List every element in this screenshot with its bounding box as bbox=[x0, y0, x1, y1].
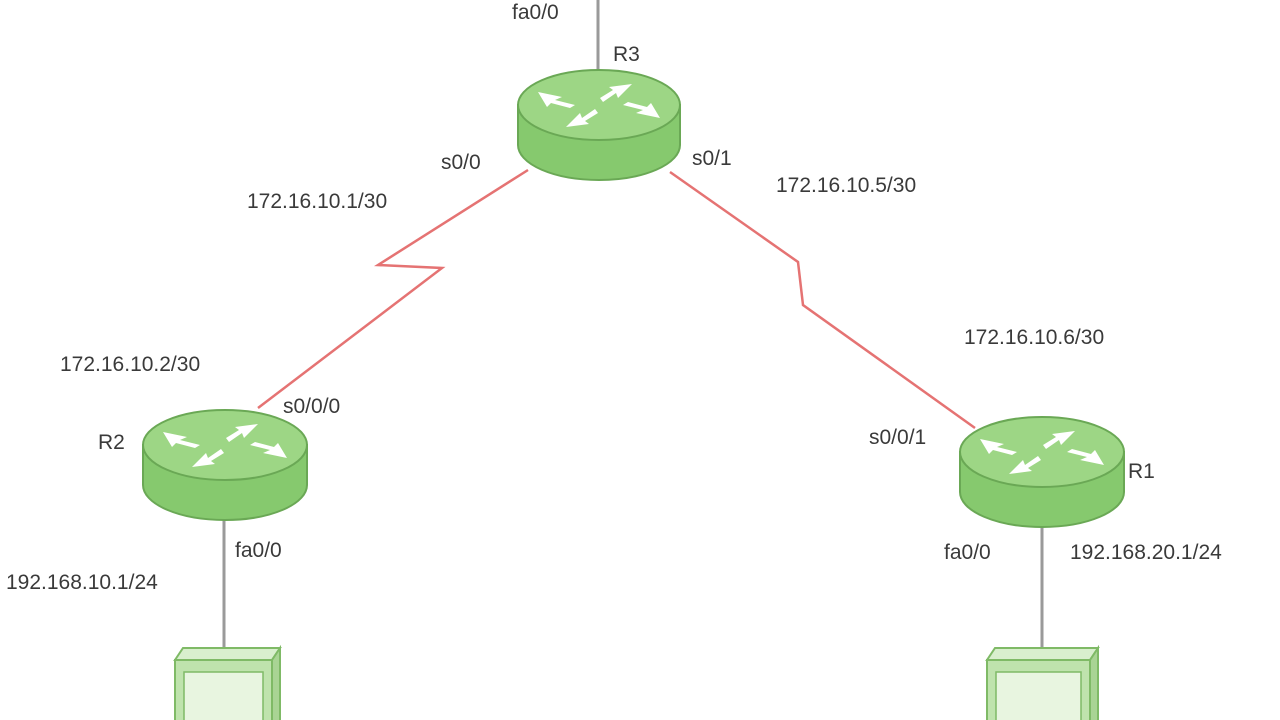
r3-name-label: R3 bbox=[613, 43, 640, 66]
pc-r1-lan-icon[interactable] bbox=[985, 644, 1100, 720]
link-r3-r2-ip-label: 172.16.10.1/30 bbox=[247, 190, 388, 213]
router-r1[interactable] bbox=[959, 416, 1125, 528]
r2-ip-label: 172.16.10.2/30 bbox=[60, 353, 201, 376]
router-arrows-icon bbox=[163, 424, 287, 467]
r1-fa-port-label: fa0/0 bbox=[944, 541, 991, 564]
r3-s01-port-label: s0/1 bbox=[692, 147, 732, 170]
r2-name-label: R2 bbox=[98, 431, 125, 454]
r2-fa-port-label: fa0/0 bbox=[235, 539, 282, 562]
r2-s000-port-label: s0/0/0 bbox=[283, 395, 341, 418]
router-r2[interactable] bbox=[142, 409, 308, 521]
link-r3-r1-ip-label: 172.16.10.5/30 bbox=[776, 174, 917, 197]
serial-link-r3-r1 bbox=[669, 170, 976, 430]
r3-s00-port-label: s0/0 bbox=[441, 151, 481, 174]
r1-ip-label: 172.16.10.6/30 bbox=[964, 326, 1105, 349]
router-r3[interactable] bbox=[517, 69, 681, 181]
lan-r1-ip-label: 192.168.20.1/24 bbox=[1070, 541, 1222, 564]
router-arrows-icon bbox=[980, 431, 1104, 474]
lan-r2-ip-label: 192.168.10.1/24 bbox=[6, 571, 158, 594]
r1-s001-port-label: s0/0/1 bbox=[869, 426, 927, 449]
pc-r2-lan-icon[interactable] bbox=[173, 644, 282, 720]
r3-fa-port-label: fa0/0 bbox=[512, 1, 559, 24]
router-arrows-icon bbox=[538, 84, 660, 127]
serial-link-r3-r2 bbox=[257, 168, 529, 409]
r1-name-label: R1 bbox=[1128, 460, 1155, 483]
